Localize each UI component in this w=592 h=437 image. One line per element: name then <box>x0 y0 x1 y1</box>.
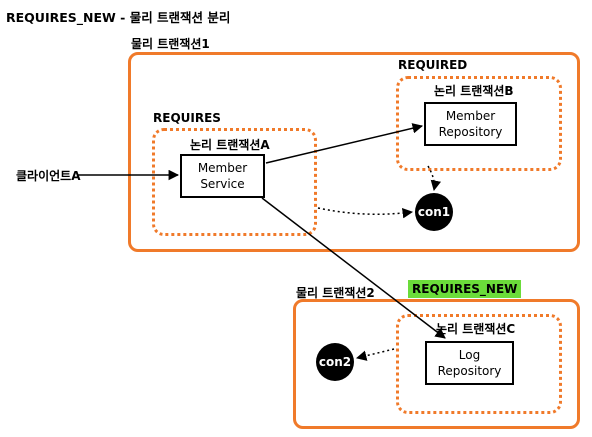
requires-new-badge: REQUIRES_NEW <box>408 280 522 298</box>
member-repository-line2: Repository <box>438 125 503 139</box>
logical-tx-b-box <box>396 76 562 171</box>
log-repository-to-con2-dotted-arrow <box>355 348 395 361</box>
physical-tx-1-box <box>128 52 580 252</box>
member-repository[interactable]: Member Repository <box>424 102 517 146</box>
member-repository-line1: Member <box>445 108 496 123</box>
requires-label: REQUIRES <box>153 111 221 125</box>
client-label: 클라이언트A <box>16 169 81 183</box>
log-repository[interactable]: Log Repository <box>425 341 514 385</box>
member-service-line2: Service <box>200 177 245 191</box>
logical-tx-b-label: 논리 트랜잭션B <box>434 84 514 98</box>
logical-tx-a-box <box>152 128 317 236</box>
con2-connection: con2 <box>316 343 354 381</box>
service-to-member-repository-arrow <box>265 123 424 164</box>
physical-tx-2-label: 물리 트랜잭션2 <box>296 286 375 300</box>
service-to-con1-dotted-arrow <box>317 207 414 219</box>
logical-tx-c-label: 논리 트랜잭션C <box>436 322 516 336</box>
logical-tx-c-box <box>396 314 562 414</box>
member-repository-to-con1-dotted-arrow <box>427 165 441 192</box>
diagram-title: REQUIRES_NEW - 물리 트랜잭션 분리 <box>6 10 231 25</box>
log-repository-line1: Log <box>458 347 481 362</box>
con1-connection: con1 <box>415 193 453 231</box>
member-service-line1: Member <box>197 160 248 175</box>
service-to-log-repository-arrow <box>261 197 446 339</box>
member-service[interactable]: Member Service <box>180 154 265 198</box>
logical-tx-a-label: 논리 트랜잭션A <box>190 138 270 152</box>
physical-tx-1-label: 물리 트랜잭션1 <box>131 37 210 51</box>
log-repository-line2: Repository <box>437 364 502 378</box>
physical-tx-2-box <box>293 299 580 429</box>
required-label: REQUIRED <box>398 58 468 72</box>
